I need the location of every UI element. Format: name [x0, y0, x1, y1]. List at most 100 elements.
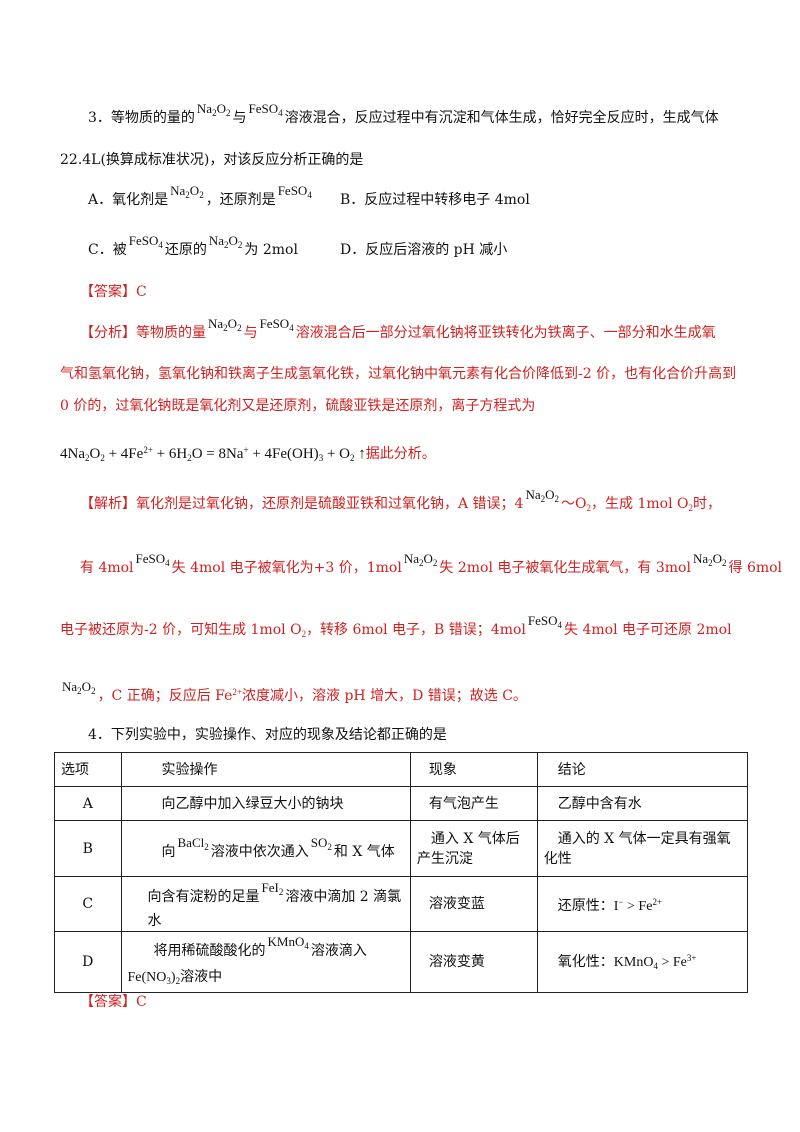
- formula-feso4: FeSO4: [248, 101, 283, 118]
- formula-na2o2: Na2O2: [62, 679, 96, 696]
- formula-so2: SO2: [310, 834, 332, 852]
- answer-tag: 【答案】: [80, 994, 136, 1010]
- q3-solution-line1: 【解析】氧化剂是过氧化钠，还原剂是硫酸亚铁和过氧化钠，A 错误；4Na2O2～O…: [80, 487, 721, 513]
- cell-text: 和 X 气体: [333, 843, 395, 860]
- row-phenomenon: 溶液变黄: [409, 931, 538, 993]
- answer-value: C: [136, 284, 147, 300]
- answer-tag: 【答案】: [80, 284, 136, 300]
- formula-na2o2: Na2O2: [208, 316, 242, 333]
- cell-text: 向含有淀粉的足量: [147, 889, 260, 905]
- row-operation: 向乙醇中加入绿豆大小的钠块: [120, 786, 411, 821]
- row-phenomenon: 通入 X 气体后产生沉淀: [409, 820, 538, 877]
- table-row: A 向乙醇中加入绿豆大小的钠块 有气泡产生 乙醇中含有水: [54, 786, 749, 821]
- formula-fei2: FeI2: [261, 880, 284, 897]
- solution-text: 有 4mol: [80, 560, 134, 576]
- formula-na2o2: Na2O2: [525, 487, 560, 504]
- cell-text: 溶液中滴加 2 滴氯水: [147, 889, 402, 929]
- answer-value: C: [136, 994, 147, 1010]
- solution-text: 失 4mol 电子可还原 2mol: [564, 622, 732, 638]
- solution-text: 失 2mol 电子被氧化生成氧气，有 3mol: [439, 560, 691, 576]
- table-header-row: 选项 实验操作 现象 结论: [54, 752, 749, 787]
- formula-na2o2: Na2O2: [692, 551, 727, 568]
- row-phenomenon: 有气泡产生: [409, 786, 538, 821]
- formula-na2o2: Na2O2: [403, 551, 438, 568]
- formula-feso4: FeSO4: [527, 613, 563, 630]
- option-a-text: ，还原剂是: [205, 192, 276, 208]
- q4-answer: 【答案】C: [80, 992, 147, 1012]
- formula-feso4: FeSO4: [135, 551, 170, 568]
- q4-stem: 4．下列实验中，实验操作、对应的现象及结论都正确的是: [88, 727, 447, 743]
- q3-option-d: D．反应后溶液的 pH 减小: [340, 242, 508, 258]
- row-option: C: [54, 876, 122, 932]
- row-option: D: [54, 931, 122, 993]
- q3-stem-text: 3．等物质的量的: [88, 110, 195, 126]
- row-option: B: [54, 820, 122, 877]
- row-conclusion: 通入的 X 气体一定具有强氧化性: [536, 820, 749, 877]
- cell-text: 溶液滴入: [310, 943, 367, 959]
- formula-na2o2: Na2O2: [196, 101, 231, 118]
- q3-option-b: B．反应过程中转移电子 4mol: [340, 192, 530, 208]
- header-operation: 实验操作: [120, 752, 411, 787]
- solution-tag: 【解析】: [80, 496, 136, 512]
- solution-text: 时，: [692, 496, 721, 512]
- analysis-text: 与: [243, 325, 258, 341]
- solution-text: ，转移 6mol 电子，B 错误；4mol: [306, 622, 526, 638]
- q3-stem-line2: 22.4L(换算成标准状况)，对该反应分析正确的是: [60, 152, 364, 168]
- header-phenomenon: 现象: [409, 752, 538, 787]
- row-option: A: [54, 786, 122, 821]
- formula-feso4: FeSO4: [259, 316, 294, 333]
- solution-text: 得 6mol: [728, 560, 783, 576]
- cell-text: 将用稀硫酸酸化的: [153, 943, 266, 959]
- formula-na2o2: Na2O2: [208, 233, 243, 250]
- q3-stem-text: 溶液混合，反应过程中有沉淀和气体生成，恰好完全反应时，生成气体: [284, 110, 719, 126]
- formula-na2o2: Na2O2: [170, 183, 204, 200]
- solution-text: ～O: [561, 496, 587, 512]
- q3-solution-line3: 电子被还原为-2 价，可知生成 1mol O2，转移 6mol 电子，B 错误；…: [60, 613, 732, 639]
- option-c-text: C．被: [88, 242, 127, 258]
- formula-oxidizability: KMnO4 > Fe3+: [613, 953, 697, 971]
- row-conclusion: 乙醇中含有水: [536, 786, 749, 821]
- header-conclusion: 结论: [536, 752, 749, 787]
- equation-tail: 据此分析。: [365, 446, 436, 462]
- q3-option-a: A．氧化剂是Na2O2，还原剂是FeSO4: [88, 183, 314, 214]
- q3-analysis-line2: 气和氢氧化钠，氢氧化钠和铁离子生成氢氧化铁，过氧化钠中氧元素有化合价降低到-2 …: [60, 366, 737, 382]
- solution-text: 失 4mol 电子被氧化为+3 价，1mol: [171, 560, 402, 576]
- solution-text: 浓度减小，溶液 pH 增大，D 错误；故选 C。: [242, 688, 527, 704]
- analysis-tag: 【分析】: [80, 325, 136, 341]
- cell-text: 还原性：: [557, 897, 614, 914]
- row-conclusion: 还原性：I− > Fe2+: [536, 876, 749, 932]
- option-c-text: 还原的: [164, 242, 207, 258]
- row-phenomenon: 溶液变蓝: [409, 876, 538, 932]
- header-option: 选项: [54, 752, 122, 787]
- analysis-text: 溶液混合后一部分过氧化钠将亚铁转化为铁离子、一部分和水生成氧: [295, 325, 716, 341]
- q3-analysis-line3: 0 价的，过氧化钠既是氧化剂又是还原剂，硫酸亚铁是还原剂，离子方程式为: [60, 398, 536, 414]
- analysis-text: 等物质的量: [136, 325, 206, 341]
- solution-text: ，生成 1mol O: [591, 496, 689, 512]
- solution-text: ，C 正确；反应后 Fe: [97, 688, 233, 704]
- cell-text: 溶液中: [180, 969, 223, 985]
- cell-text: 向: [161, 843, 176, 860]
- solution-text: 电子被还原为-2 价，可知生成 1mol O: [60, 622, 302, 638]
- formula-reducibility: I− > Fe2+: [613, 896, 663, 914]
- option-a-text: A．氧化剂是: [88, 192, 169, 208]
- formula-kmno4: KMnO4: [267, 934, 309, 951]
- cell-text: 氧化性：: [557, 954, 614, 970]
- formula-feso4: FeSO4: [128, 233, 163, 250]
- formula-bacl2: BaCl2: [177, 834, 209, 852]
- solution-text: 氧化剂是过氧化钠，还原剂是硫酸亚铁和过氧化钠，A 错误；4: [136, 496, 524, 512]
- formula-feso4: FeSO4: [277, 183, 312, 200]
- cell-text: 溶液中依次通入: [210, 843, 309, 860]
- q4-table: 选项 实验操作 现象 结论 A 向乙醇中加入绿豆大小的钠块 有气泡产生 乙醇中含…: [54, 752, 749, 993]
- row-conclusion: 氧化性：KMnO4 > Fe3+: [536, 931, 749, 993]
- q3-solution-line4: Na2O2，C 正确；反应后 Fe2+浓度减小，溶液 pH 增大，D 错误；故选…: [62, 679, 527, 704]
- q3-ionic-equation: 4Na2O2 + 4Fe2+ + 6H2O = 8Na+ + 4Fe(OH)3 …: [60, 440, 436, 468]
